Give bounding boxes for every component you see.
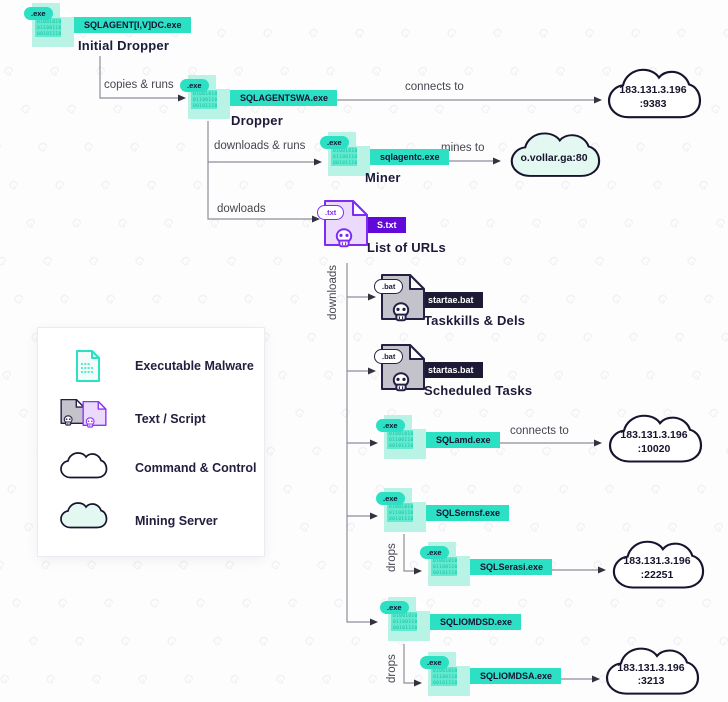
binary-code: 01001010 01100110 00101110	[193, 92, 218, 110]
cloud-icon	[605, 647, 700, 695]
node-title-initial-dropper: Initial Dropper	[78, 38, 170, 53]
cloud-address: 183.131.3.196 :3213	[601, 645, 701, 700]
exe-file-icon	[188, 75, 230, 119]
file-label-miner: sqlagentc.exe	[350, 149, 449, 165]
binary-code: 01001010 01100110 00101110	[389, 505, 414, 523]
cloud-address: 183.131.3.196 :10020	[604, 412, 704, 468]
executable-malware-icon	[76, 350, 100, 382]
cloud-address: o.vollar.ga:80	[506, 130, 602, 182]
cloud-ip: 183.131.3.196	[619, 84, 687, 97]
file-label-scheduled: startas.bat	[412, 362, 483, 378]
file-node-initial-dropper: 01001010 01100110 00101110 .exe	[24, 2, 76, 48]
c2-cloud-10020: 183.131.3.196 :10020	[604, 412, 704, 468]
exe-file-icon	[388, 597, 430, 641]
file-label-initial-dropper: SQLAGENT[I,V]DC.exe	[54, 17, 191, 33]
edge-label-mines-to: mines to	[441, 142, 485, 154]
binary-code: 01001010 01100110 00101110	[433, 559, 458, 577]
exe-badge: .exe	[420, 546, 449, 559]
exe-file-icon	[428, 542, 470, 586]
file-node-sqliomdsa: 01001010 01100110 00101110 .exe	[420, 651, 472, 697]
file-node-miner: 01001010 01100110 00101110 .exe	[320, 131, 372, 177]
c2-cloud-3213: 183.131.3.196 :3213	[601, 645, 701, 700]
cloud-address: 183.131.3.196 :9383	[603, 66, 703, 124]
cloud-host: o.vollar.ga:80	[520, 151, 588, 164]
node-title-dropper: Dropper	[231, 113, 283, 128]
binary-code: 01001010 01100110 00101110	[333, 149, 358, 167]
legend-label-executable: Executable Malware	[135, 359, 254, 373]
cloud-port: :22251	[640, 568, 674, 581]
exe-badge: .exe	[376, 419, 405, 432]
edge-label-downloads-runs: downloads & runs	[214, 140, 306, 152]
file-label-taskkills: startae.bat	[412, 292, 483, 308]
exe-file-icon	[328, 132, 370, 176]
cloud-icon	[608, 414, 703, 463]
file-node-scheduled: .bat	[374, 344, 426, 392]
file-node-taskkills: .bat	[374, 274, 426, 322]
legend-label-text-script: Text / Script	[135, 412, 206, 426]
exe-badge: .exe	[320, 136, 349, 149]
c2-cloud-22251: 183.131.3.196 :22251	[608, 538, 706, 594]
file-node-sqlamd: 01001010 01100110 00101110 .exe	[376, 414, 428, 460]
edge-label-connects-mid: connects to	[510, 425, 569, 437]
legend-label-command-control: Command & Control	[135, 461, 257, 475]
edge-label-dowloads: dowloads	[217, 203, 266, 215]
cloud-ip: 183.131.3.196	[620, 429, 688, 442]
command-control-icon	[60, 452, 108, 479]
edge-label-drops-lower: drops	[386, 654, 398, 683]
binary-code: 01001010 01100110 00101110	[393, 614, 418, 632]
cloud-ip: 183.131.3.196	[617, 661, 685, 674]
node-title-scheduled: Scheduled Tasks	[424, 383, 533, 398]
file-label-sqliomdsd: SQLIOMDSD.exe	[410, 614, 522, 630]
c2-cloud-9383: 183.131.3.196 :9383	[603, 66, 703, 124]
file-label-url-list: S.txt	[361, 217, 406, 233]
exe-file-icon	[32, 3, 74, 47]
bat-badge: .bat	[374, 349, 404, 364]
file-node-dropper: 01001010 01100110 00101110 .exe	[180, 74, 232, 120]
bat-badge: .bat	[374, 279, 404, 294]
file-node-sqlsernsf: 01001010 01100110 00101110 .exe	[376, 487, 428, 533]
edge-label-downloads-vertical: downloads	[327, 265, 339, 320]
mining-server-icon	[60, 502, 108, 529]
exe-badge: .exe	[380, 601, 409, 614]
cloud-port: :10020	[637, 442, 671, 455]
exe-badge: .exe	[180, 79, 209, 92]
file-node-url-list: .txt	[317, 200, 369, 248]
cloud-ip: 183.131.3.196	[623, 555, 691, 568]
node-title-miner: Miner	[365, 170, 401, 185]
cloud-address: 183.131.3.196 :22251	[608, 538, 706, 594]
cloud-port: :3213	[637, 675, 665, 687]
binary-code: 01001010 01100110 00101110	[433, 669, 458, 687]
binary-code: 01001010 01100110 00101110	[37, 20, 62, 38]
cloud-icon	[612, 540, 705, 589]
exe-file-icon	[384, 415, 426, 459]
file-label-sqlserasi: SQLSerasi.exe	[450, 559, 553, 575]
node-title-url-list: List of URLs	[367, 240, 446, 255]
exe-file-icon	[428, 652, 470, 696]
cloud-icon	[510, 132, 601, 177]
exe-file-icon	[384, 488, 426, 532]
edge-label-drops-upper: drops	[386, 543, 398, 572]
cloud-port: :9383	[639, 97, 667, 110]
cloud-icon	[607, 68, 702, 119]
file-label-sqlsernsf: SQLSernsf.exe	[406, 505, 510, 521]
legend-label-mining-server: Mining Server	[135, 514, 218, 528]
text-script-icon-purple	[83, 401, 106, 428]
exe-badge: .exe	[420, 656, 449, 669]
exe-badge: .exe	[376, 492, 405, 505]
edge-label-connects-top: connects to	[405, 81, 464, 93]
file-label-sqliomdsa: SQLIOMDSA.exe	[450, 668, 562, 684]
exe-badge: .exe	[24, 7, 53, 20]
file-node-sqlserasi: 01001010 01100110 00101110 .exe	[420, 541, 472, 587]
binary-code: 01001010 01100110 00101110	[389, 432, 414, 450]
file-label-sqlamd: SQLamd.exe	[406, 432, 500, 448]
legend-panel: Executable Malware Text / Script Command…	[37, 327, 265, 557]
file-node-sqliomdsd: 01001010 01100110 00101110 .exe	[380, 596, 432, 642]
mining-cloud: o.vollar.ga:80	[506, 130, 602, 182]
node-title-taskkills: Taskkills & Dels	[424, 313, 526, 328]
file-label-dropper: SQLAGENTSWA.exe	[210, 90, 338, 106]
edge-label-copies-runs: copies & runs	[104, 79, 174, 91]
txt-badge: .txt	[317, 205, 345, 220]
